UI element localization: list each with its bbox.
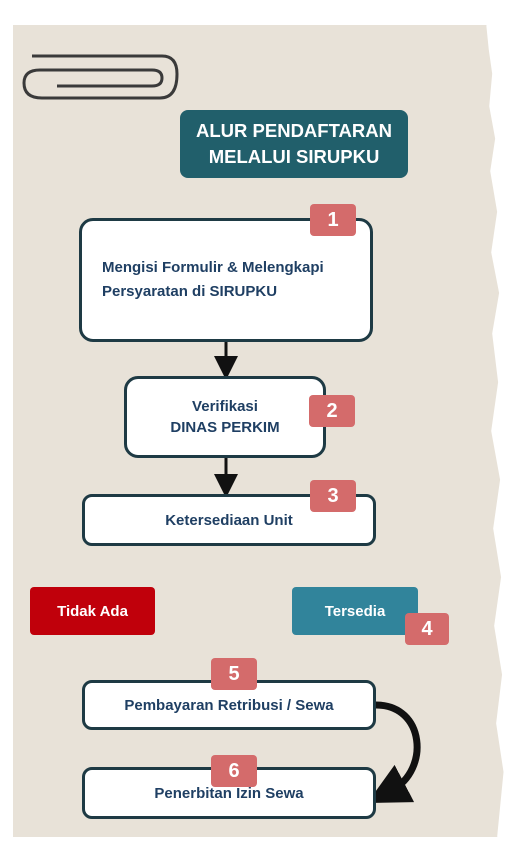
step-2-line-2: DINAS PERKIM <box>170 419 280 436</box>
title-line-1: ALUR PENDAFTARAN <box>196 120 392 141</box>
step-1-line-1: Mengisi Formulir & Melengkapi <box>102 259 324 276</box>
step-6-label: Penerbitan Izin Sewa <box>154 784 304 802</box>
title-banner: ALUR PENDAFTARAN MELALUI SIRUPKU <box>180 110 408 178</box>
tidak-ada-label: Tidak Ada <box>30 587 155 635</box>
step-3-badge: 3 <box>310 480 356 512</box>
step-1-box: Mengisi Formulir & Melengkapi Persyarata… <box>79 218 373 342</box>
step-5-badge: 5 <box>211 658 257 690</box>
tersedia-label: Tersedia <box>292 587 418 635</box>
step-3-box: Ketersediaan Unit <box>82 494 376 546</box>
step-2-box: Verifikasi DINAS PERKIM <box>124 376 326 458</box>
title-line-2: MELALUI SIRUPKU <box>208 146 380 167</box>
step-3-label: Ketersediaan Unit <box>165 511 293 529</box>
step-2-line-1: Verifikasi <box>192 398 258 415</box>
step-1-badge: 1 <box>310 204 356 236</box>
step-5-label: Pembayaran Retribusi / Sewa <box>124 696 334 714</box>
step-6-badge: 6 <box>211 755 257 787</box>
paperclip-icon <box>22 54 179 100</box>
step-2-badge: 2 <box>309 395 355 427</box>
step-1-line-2: Persyaratan di SIRUPKU <box>102 283 278 300</box>
step-4-badge: 4 <box>405 613 449 645</box>
